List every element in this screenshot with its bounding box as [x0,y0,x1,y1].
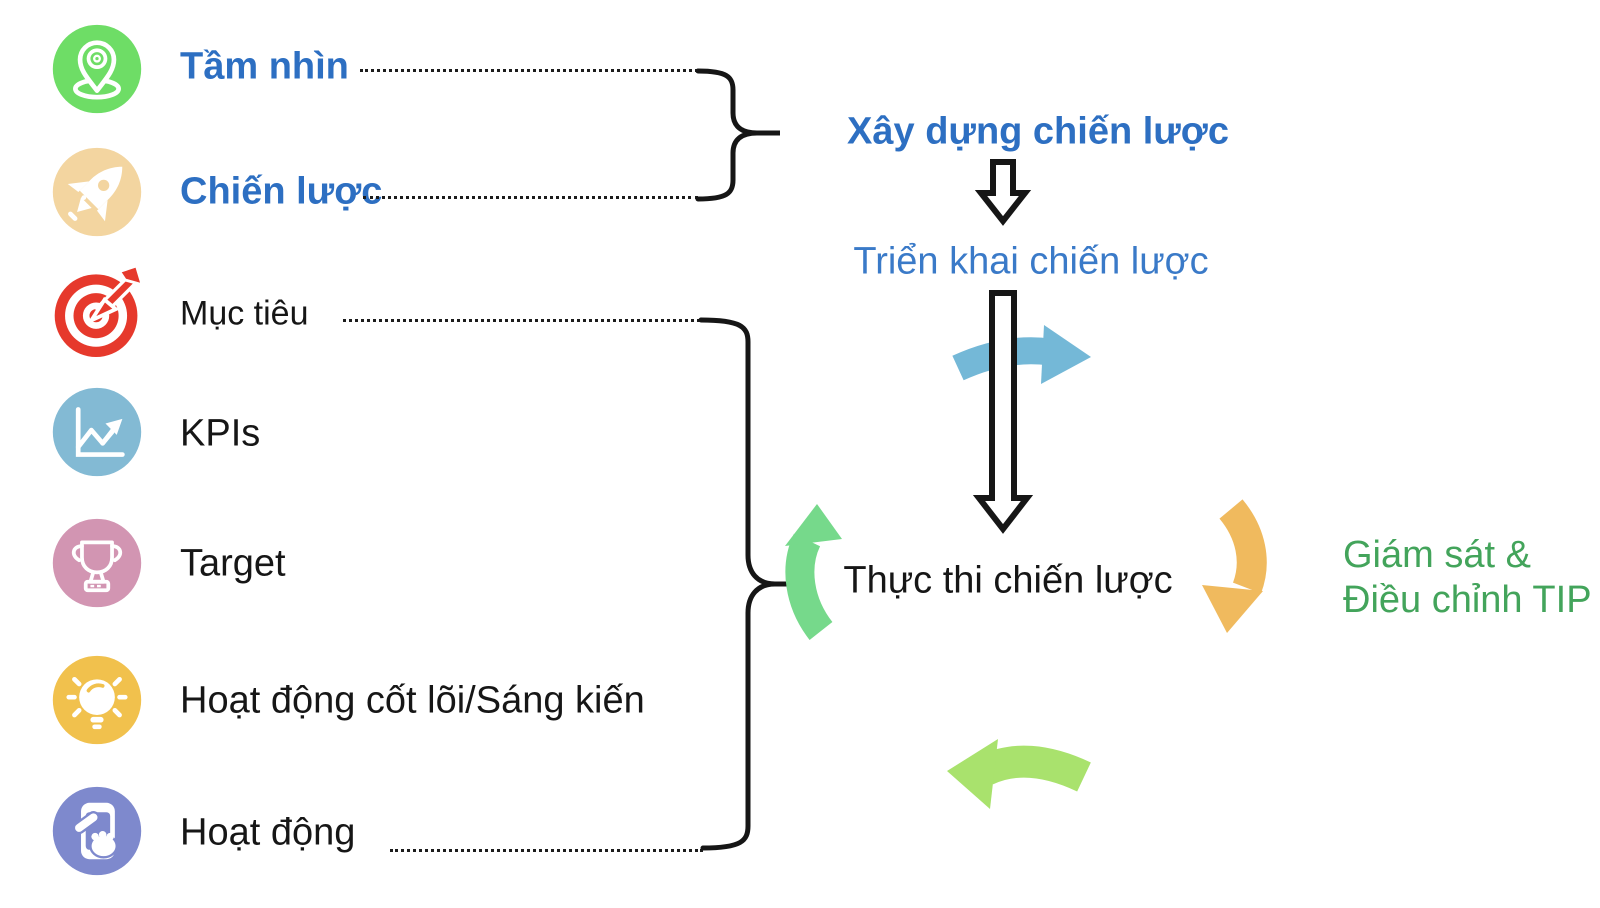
sidebar-item-label-activities: Hoạt động [180,811,356,854]
sidebar-item-label-objective: Mục tiêu [180,294,309,333]
curved-up-arrow [785,504,842,640]
step-execute-strategy: Thực thi chiến lược [843,559,1173,602]
line-chart-icon [50,385,144,479]
dotted-connector-vision [360,69,698,72]
tap-phone-icon [50,784,144,878]
monitor-adjust-note-line1: Giám sát & [1343,534,1531,576]
trophy-icon [50,516,144,610]
step-build-strategy: Xây dựng chiến lược [847,110,1229,153]
sidebar-item-label-strategy: Chiến lược [180,170,383,213]
target-dart-icon [50,264,145,358]
dotted-connector-objective [343,319,700,322]
dotted-connector-activities [390,849,703,852]
lightbulb-icon [50,653,144,747]
monitor-adjust-note: Giám sát & Điều chỉnh TIP [1343,533,1592,623]
curly-brace-bottom [698,317,797,851]
curved-down-arrow [1202,499,1267,633]
sidebar-item-label-vision: Tầm nhìn [180,45,349,88]
dotted-connector-strategy [363,196,698,199]
rocket-icon [50,145,144,239]
step-deploy-strategy: Triển khai chiến lược [853,240,1209,283]
sidebar-item-label-core-activities: Hoạt động cốt lõi/Sáng kiến [180,679,645,722]
monitor-adjust-note-line2: Điều chỉnh TIP [1343,579,1592,621]
hollow-down-arrow-small [974,159,1032,226]
sidebar-item-label-kpis: KPIs [180,412,261,455]
curved-left-arrow [947,739,1091,809]
hollow-down-arrow-long [972,290,1034,534]
sidebar-item-label-target: Target [180,542,286,585]
curved-right-arrow [952,325,1091,384]
location-pin-icon [50,22,144,116]
curly-brace-top [695,68,780,202]
